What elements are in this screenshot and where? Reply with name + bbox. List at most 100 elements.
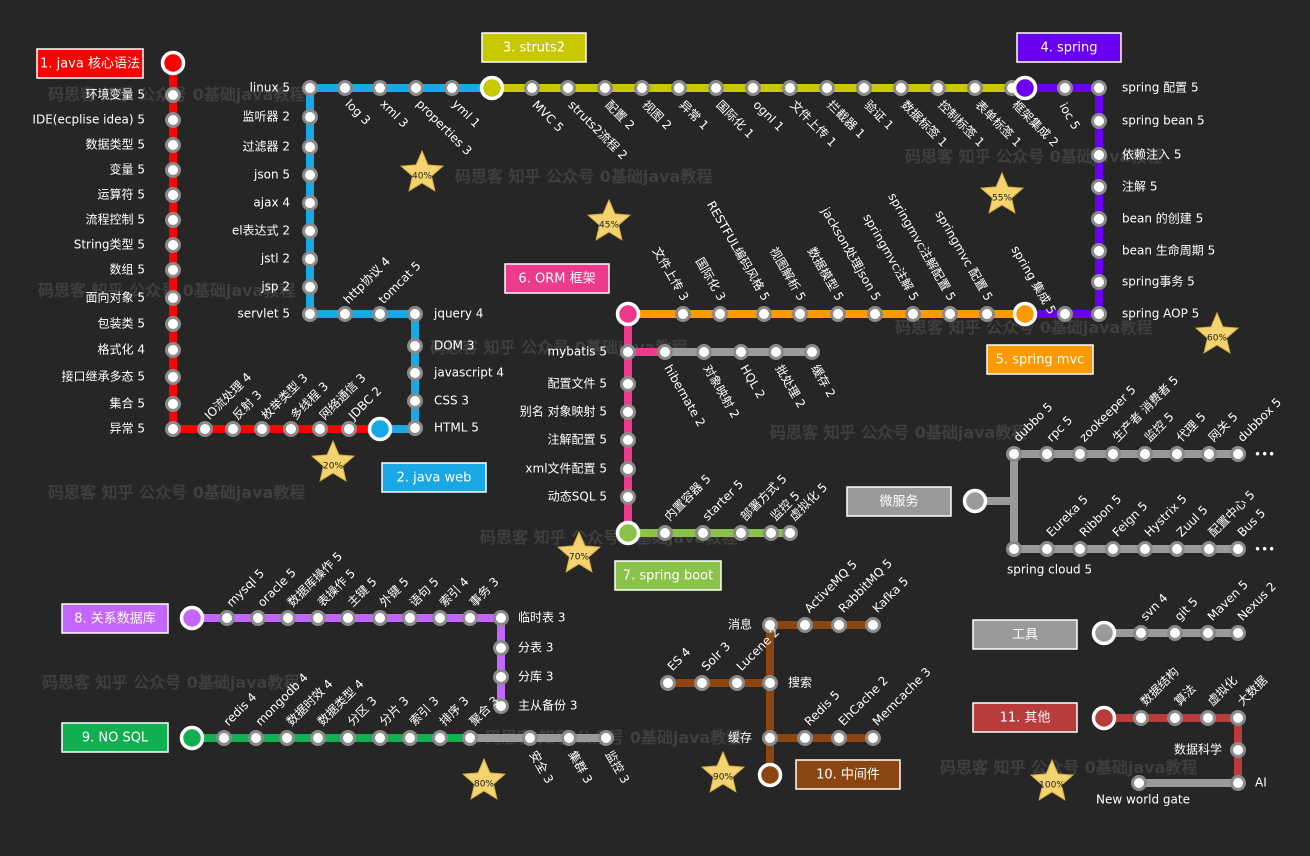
station-node (341, 421, 357, 437)
station-node (930, 80, 946, 96)
spring-badge-box[interactable] (1016, 32, 1122, 63)
station-label: ognl 1 (750, 98, 786, 134)
station-label: 外键 5 (377, 575, 412, 610)
station-node (797, 617, 813, 633)
rdb-badge-label[interactable]: 8. 关系数据库 (74, 611, 156, 627)
station-node (340, 610, 356, 626)
micro-line-badge[interactable]: 微服务 (846, 486, 952, 517)
station-label: servlet 5 (237, 307, 290, 321)
station-node (302, 139, 318, 155)
station-node (1230, 710, 1246, 726)
station-label: svn 4 (1138, 591, 1171, 624)
web-badge-label[interactable]: 2. java web (397, 471, 472, 486)
station-node (905, 306, 921, 322)
station-node (225, 421, 241, 437)
middleware-badge-box[interactable] (795, 759, 901, 790)
station-node (620, 489, 636, 505)
orm-line-badge[interactable]: 6. ORM 框架 (504, 263, 610, 294)
station-node (657, 344, 673, 360)
station-label: 临时表 3 (518, 611, 565, 625)
station-label: 事务 3 (466, 574, 502, 610)
springboot-badge-box[interactable] (614, 560, 722, 591)
other-line-badge[interactable]: 11. 其他 (972, 702, 1078, 733)
tools-line-badge[interactable]: 工具 (972, 619, 1078, 650)
station-label: xml文件配置 5 (525, 461, 607, 476)
station-node (696, 344, 712, 360)
station-node (745, 80, 761, 96)
struts-badge-label[interactable]: 3. struts2 (503, 41, 565, 56)
springboot-badge-label[interactable]: 7. spring boot (623, 569, 713, 584)
middleware-badge-label[interactable]: 10. 中间件 (816, 768, 880, 783)
station-node (1091, 306, 1107, 322)
nosql-badge-label[interactable]: 9. NO SQL (82, 731, 149, 746)
station-node (1057, 80, 1073, 96)
station-node (219, 610, 235, 626)
station-label: DOM 3 (434, 339, 475, 353)
station-label: 网关 5 (1206, 410, 1241, 445)
station-node (865, 617, 881, 633)
station-label: ioc 5 (1056, 100, 1082, 132)
station-label: el表达式 2 (232, 224, 290, 238)
station-node (768, 344, 784, 360)
spring-badge-label[interactable]: 4. spring (1040, 41, 1097, 56)
nosql-badge-box[interactable] (61, 722, 169, 753)
java-progress-star (310, 439, 356, 482)
springboot-line-badge[interactable]: 7. spring boot (614, 560, 722, 591)
station-node (729, 675, 745, 691)
nosql-line-badge[interactable]: 9. NO SQL (61, 722, 169, 753)
rdb-badge-box[interactable] (61, 603, 169, 634)
java-line-badge[interactable]: 1. java 核心语法 (36, 48, 144, 79)
station-node (1137, 541, 1153, 557)
station-label: 环境变量 5 (86, 87, 145, 102)
station-node (302, 279, 318, 295)
springmvc-line-badge[interactable]: 5. spring mvc (986, 344, 1094, 375)
station-label: spring bean 5 (1122, 114, 1205, 128)
micro-badge-label[interactable]: 微服务 (879, 494, 918, 510)
struts-line-badge[interactable]: 3. struts2 (481, 32, 587, 63)
watermark-text: 码思客 知乎 公众号 0基础java教程 (940, 758, 1197, 777)
station-node (831, 617, 847, 633)
station-node (598, 730, 614, 746)
station-node (942, 306, 958, 322)
struts-badge-box[interactable] (481, 32, 587, 63)
orm-badge-box[interactable] (504, 263, 610, 294)
station-node (493, 610, 509, 626)
station-node (1091, 147, 1107, 163)
micro-badge-box[interactable] (846, 486, 952, 517)
watermark-text: 码思客 知乎 公众号 0基础java教程 (895, 318, 1152, 337)
station-node (1072, 541, 1088, 557)
station-node (1201, 446, 1217, 462)
nosql-progress-label: 80% (474, 780, 494, 790)
springmvc-badge-label[interactable]: 5. spring mvc (996, 353, 1085, 368)
station-label: 语句 5 (407, 575, 442, 610)
orm-badge-label[interactable]: 6. ORM 框架 (518, 272, 595, 287)
tools-badge-label[interactable]: 工具 (1012, 628, 1038, 643)
station-label: 分片 3 (377, 694, 412, 729)
middleware-line-badge[interactable]: 10. 中间件 (795, 759, 901, 790)
station-node (867, 306, 883, 322)
station-node (763, 525, 779, 541)
rdb-line-badge[interactable]: 8. 关系数据库 (61, 603, 169, 634)
station-node (782, 80, 798, 96)
station-label: jquery 4 (433, 307, 483, 321)
spring-line-badge[interactable]: 4. spring (1016, 32, 1122, 63)
web-badge-box[interactable] (381, 462, 487, 493)
other-badge-label[interactable]: 11. 其他 (1000, 711, 1051, 726)
web-line-badge[interactable]: 2. java web (381, 462, 487, 493)
station-node (302, 109, 318, 125)
station-node (165, 316, 181, 332)
tools-badge-box[interactable] (972, 619, 1078, 650)
springmvc-badge-box[interactable] (986, 344, 1094, 375)
java-badge-label[interactable]: 1. java 核心语法 (40, 57, 140, 72)
station-label: 安全 3 (526, 748, 557, 786)
station-node (620, 432, 636, 448)
more-stations-indicator: ••• (1254, 448, 1275, 462)
java-badge-box[interactable] (36, 48, 144, 79)
station-label: Redis 5 (802, 688, 843, 729)
struts-progress-star (586, 198, 632, 241)
station-label: MVC 5 (529, 98, 566, 135)
other-badge-box[interactable] (972, 702, 1078, 733)
station-node (407, 420, 423, 436)
station-node (1105, 541, 1121, 557)
